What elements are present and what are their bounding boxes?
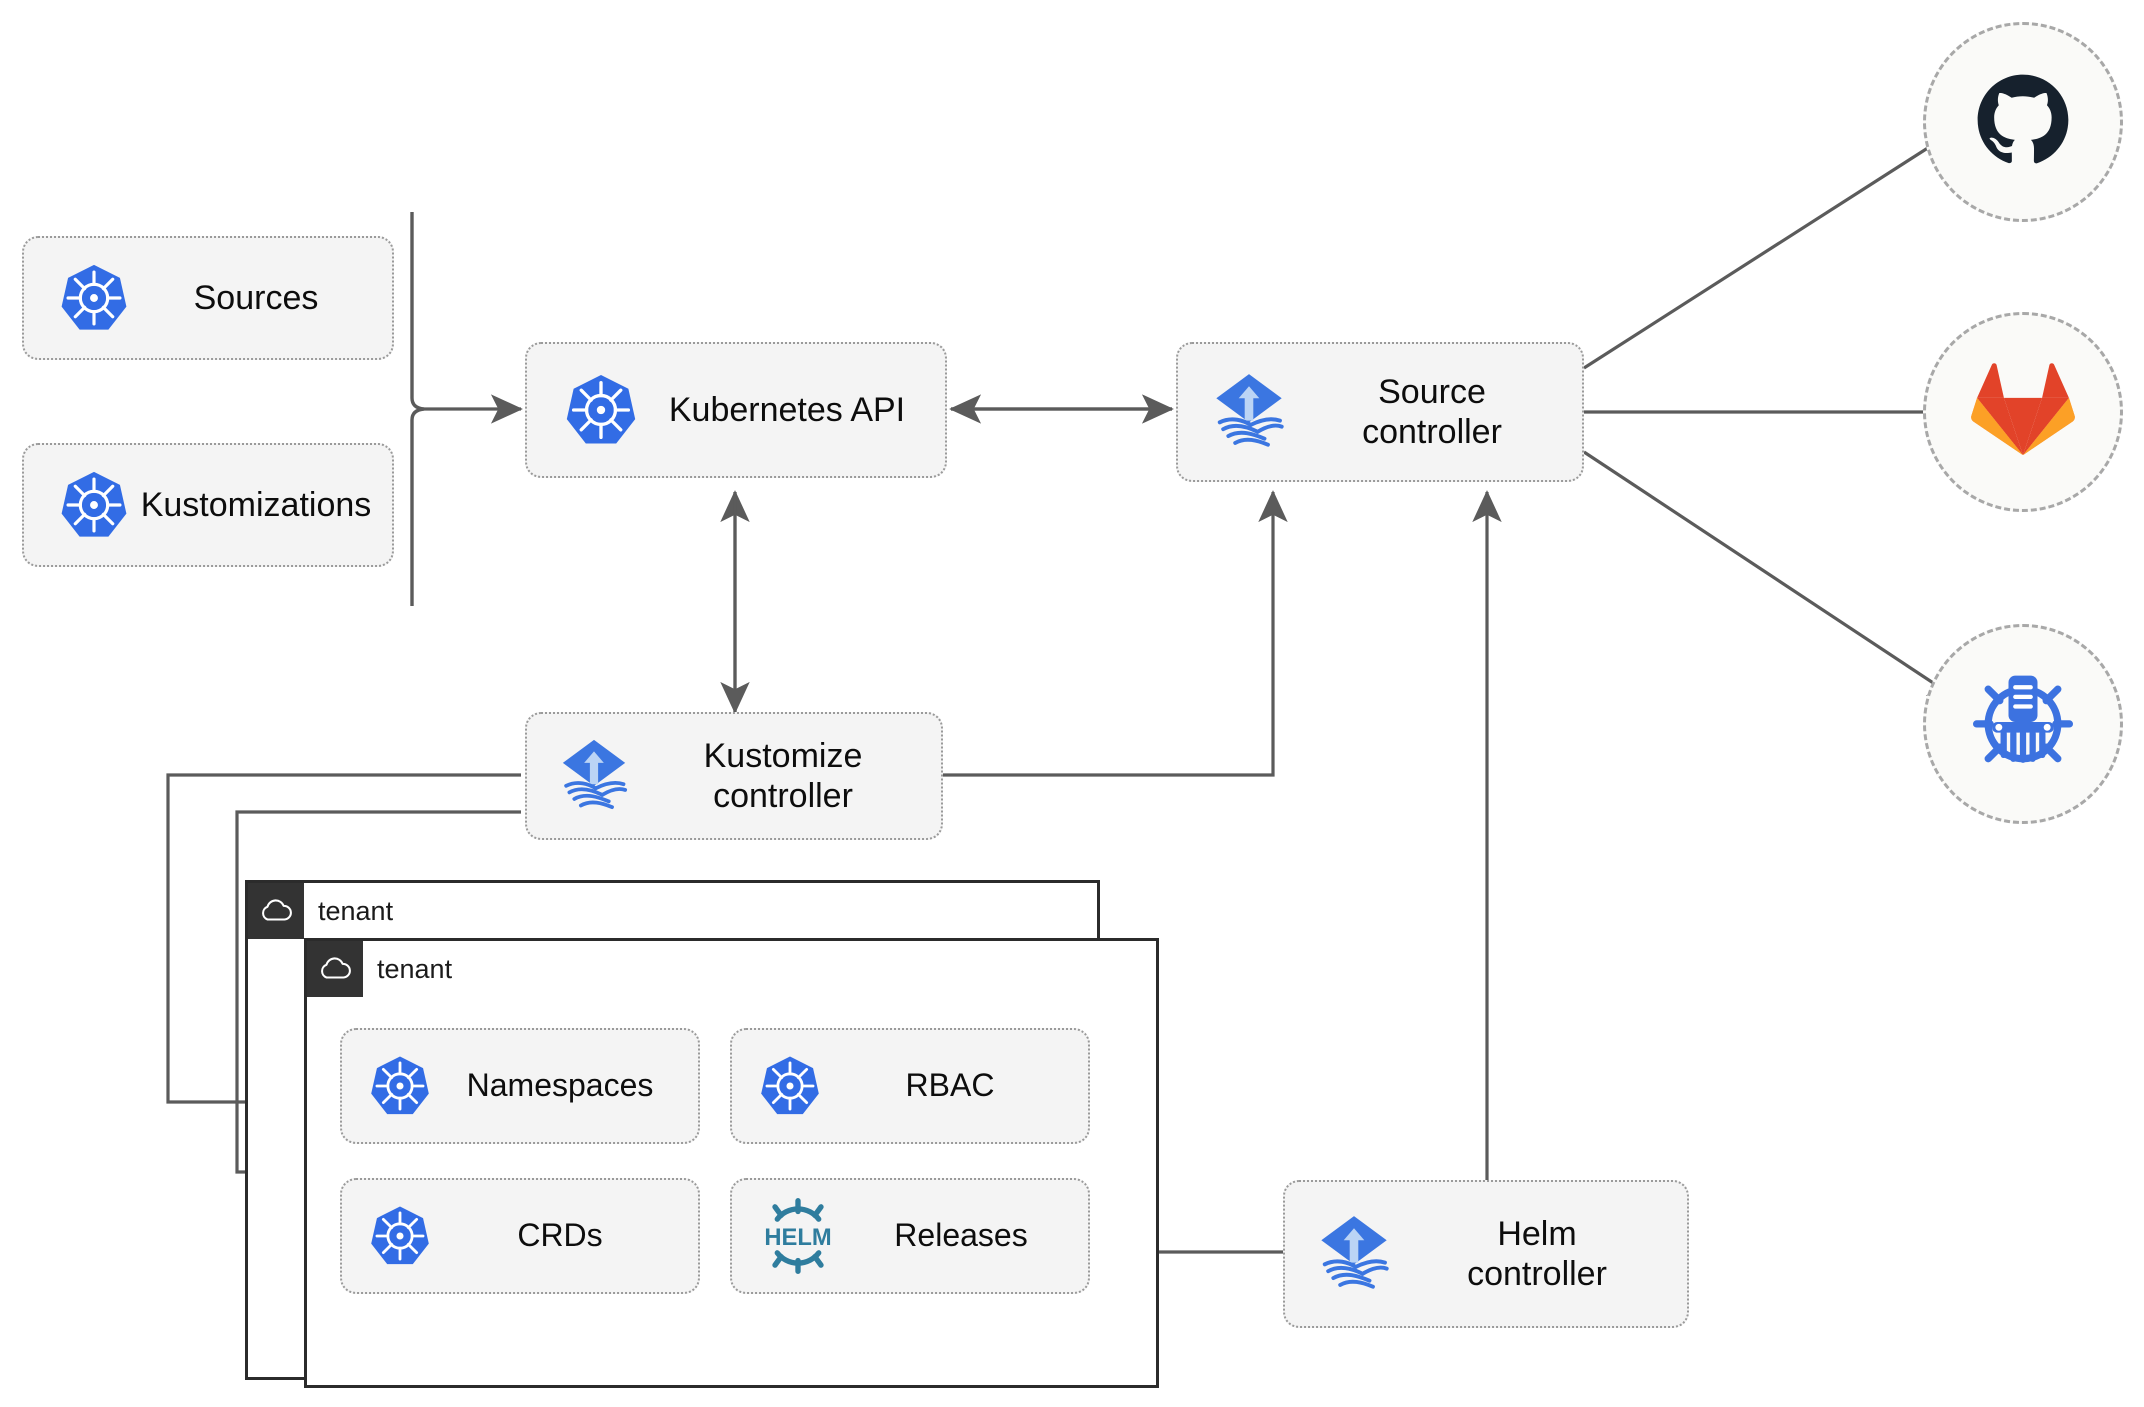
node-source-controller[interactable]: Source controller: [1176, 342, 1584, 482]
node-namespaces-label: Namespaces: [466, 1067, 654, 1104]
kubernetes-icon: [368, 1204, 432, 1268]
node-kustomize-controller[interactable]: Kustomize controller: [525, 712, 943, 840]
tenant-container-inner: tenant: [304, 938, 1159, 1388]
kubernetes-icon: [563, 372, 639, 448]
node-sources-label: Sources: [193, 278, 319, 317]
node-kustomize-controller-label: Kustomize controller: [703, 736, 863, 815]
tenant-label: tenant: [377, 954, 453, 984]
node-sources[interactable]: Sources: [22, 236, 394, 360]
node-source-controller-label: Source controller: [1362, 372, 1502, 451]
flux-icon: [1206, 369, 1292, 455]
node-releases[interactable]: HELM Releases: [730, 1178, 1090, 1294]
helm-registry-icon: [1965, 664, 2081, 785]
kubernetes-icon: [58, 469, 130, 541]
kubernetes-icon: [758, 1054, 822, 1118]
node-rbac[interactable]: RBAC: [730, 1028, 1090, 1144]
kubernetes-icon: [58, 262, 130, 334]
node-kustomizations[interactable]: Kustomizations: [22, 443, 394, 567]
gitlab-icon: [1971, 360, 2075, 465]
group-bracket: [410, 212, 425, 606]
node-rbac-label: RBAC: [905, 1067, 995, 1104]
edge-kustomize-to-source: [943, 490, 1288, 777]
node-kubernetes-api-label: Kubernetes API: [668, 390, 906, 429]
edge-source-to-github: [1583, 126, 1961, 370]
node-releases-label: Releases: [894, 1217, 1028, 1254]
github-icon: [1969, 66, 2077, 179]
flux-icon: [1311, 1211, 1397, 1297]
node-helm-controller-label: Helm controller: [1467, 1214, 1607, 1293]
node-namespaces[interactable]: Namespaces: [340, 1028, 700, 1144]
helm-icon: HELM: [752, 1196, 844, 1276]
flux-icon: [553, 735, 635, 817]
node-kubernetes-api[interactable]: Kubernetes API: [525, 342, 947, 478]
endpoint-gitlab[interactable]: [1923, 312, 2123, 512]
kubernetes-icon: [368, 1054, 432, 1118]
endpoint-helm-registry[interactable]: [1923, 624, 2123, 824]
tenant-label: tenant: [318, 896, 394, 926]
cloud-icon: [307, 941, 363, 997]
edge-source-to-registry: [1583, 450, 1961, 702]
endpoint-github[interactable]: [1923, 22, 2123, 222]
node-crds-label: CRDs: [517, 1217, 603, 1254]
node-kustomizations-label: Kustomizations: [140, 485, 372, 524]
cloud-icon: [248, 883, 304, 939]
node-crds[interactable]: CRDs: [340, 1178, 700, 1294]
svg-text:HELM: HELM: [764, 1224, 831, 1251]
node-helm-controller[interactable]: Helm controller: [1283, 1180, 1689, 1328]
